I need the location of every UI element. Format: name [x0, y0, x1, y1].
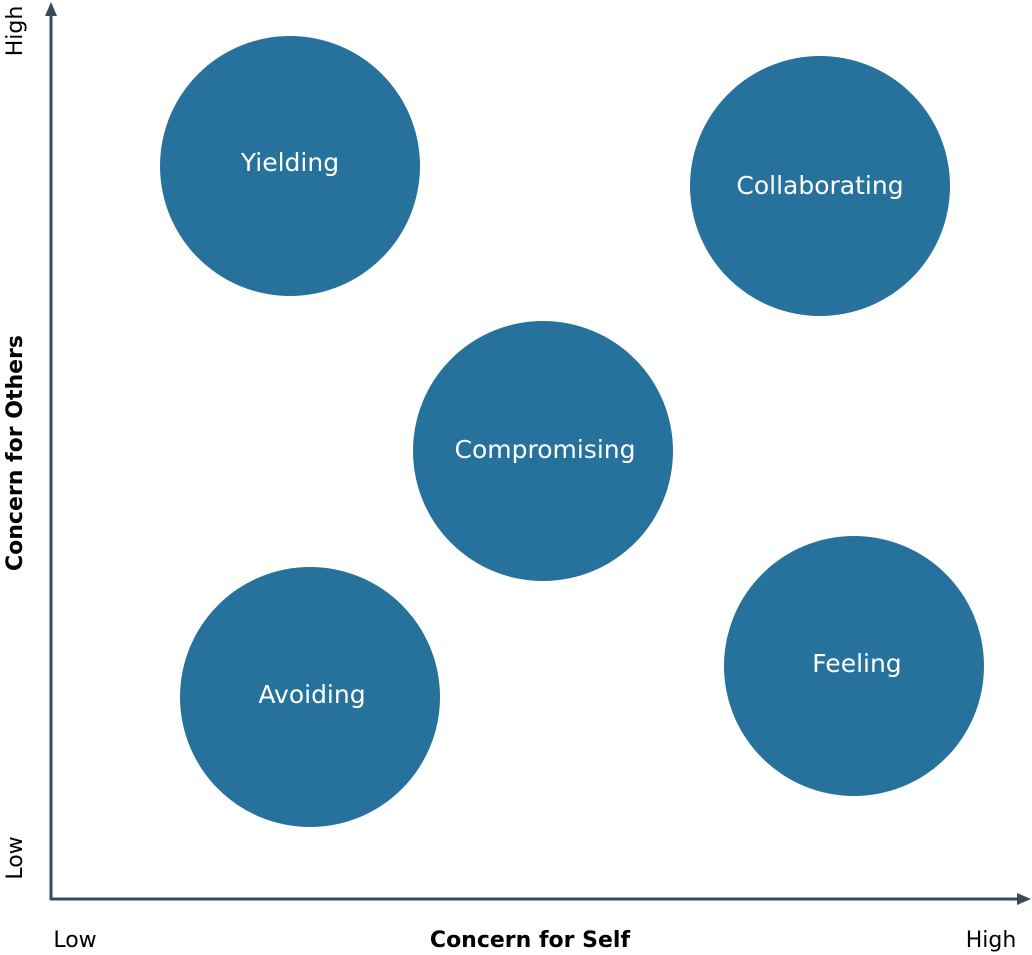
bubble-compromising-label: Compromising [455, 435, 636, 464]
bubble-feeling: Feeling [724, 536, 984, 796]
bubble-yielding-circle [160, 36, 420, 296]
bubble-yielding: Yielding [160, 36, 420, 296]
bubble-yielding-label: Yielding [240, 148, 339, 177]
y-axis-high-label: High [3, 6, 28, 57]
bubble-collaborating-circle [690, 56, 950, 316]
bubble-compromising-circle [413, 321, 673, 581]
x-axis-arrow [1017, 893, 1031, 905]
bubble-compromising: Compromising [413, 321, 673, 581]
axes [45, 2, 1031, 905]
x-axis-low-label: Low [53, 928, 96, 953]
bubble-collaborating: Collaborating [690, 56, 950, 316]
x-axis-high-label: High [966, 928, 1017, 953]
bubble-avoiding-label: Avoiding [258, 680, 365, 709]
bubble-collaborating-label: Collaborating [736, 171, 903, 200]
bubble-avoiding: Avoiding [180, 567, 440, 827]
y-axis-title: Concern for Others [3, 335, 28, 571]
bubble-feeling-label: Feeling [812, 649, 901, 678]
x-axis-title: Concern for Self [430, 928, 631, 953]
bubble-avoiding-circle [180, 567, 440, 827]
bubble-feeling-circle [724, 536, 984, 796]
y-axis-arrow [45, 2, 57, 16]
y-axis-low-label: Low [3, 836, 28, 879]
